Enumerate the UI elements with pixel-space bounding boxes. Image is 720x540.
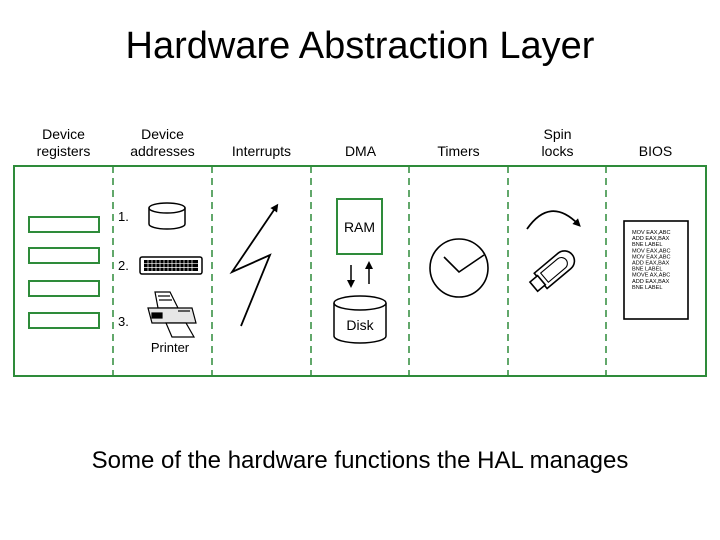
bios-code-line: MOV EAX,ABC xyxy=(632,254,671,260)
register-box xyxy=(28,280,100,297)
address-item-1-label: 1. xyxy=(118,209,129,224)
bios-document xyxy=(623,220,689,320)
column-header-interrupts: Interrupts xyxy=(231,143,292,159)
lock-icon xyxy=(528,250,576,293)
register-box xyxy=(28,312,100,329)
timers-group xyxy=(429,238,489,298)
disk-label: Disk xyxy=(346,317,374,333)
dma-group: RAM Disk xyxy=(333,198,387,344)
slide-title: Hardware Abstraction Layer xyxy=(125,25,595,67)
address-item-3-label: 3. xyxy=(118,314,129,329)
printer-label: Printer xyxy=(151,340,190,355)
bios-code-line: BNE LABEL xyxy=(632,242,662,248)
clock-hands xyxy=(443,254,485,274)
keyboard-icon xyxy=(139,256,203,275)
register-box xyxy=(28,247,100,264)
bios-code-line: MOV EAX,ABC xyxy=(632,248,671,254)
bios-code-line: BNE LABEL xyxy=(632,267,662,273)
diagram-frame xyxy=(13,165,707,377)
column-header-device-addresses: Device addresses xyxy=(130,126,195,159)
device-addresses-group: 1. 2. 3. xyxy=(118,202,203,355)
spin-locks-group xyxy=(526,210,581,293)
slide-caption: Some of the hardware functions the HAL m… xyxy=(91,447,629,474)
spin-arrow-icon xyxy=(526,210,581,230)
bios-code-line: ADD EAX,BAX xyxy=(632,279,670,285)
interrupt-lightning-icon xyxy=(229,203,279,327)
register-box xyxy=(28,216,100,233)
column-dividers xyxy=(112,166,607,376)
bios-code-line: ADD EAX,BAX xyxy=(632,261,670,267)
bios-code-line: MOVE AX,ABC xyxy=(632,273,670,279)
address-item-2-label: 2. xyxy=(118,258,129,273)
column-header-timers: Timers xyxy=(437,143,480,159)
column-header-spin-locks: Spin locks xyxy=(541,126,574,159)
column-header-bios: BIOS xyxy=(638,143,673,159)
device-registers-group xyxy=(28,216,100,329)
interrupts-group xyxy=(229,203,279,327)
ram-label: RAM xyxy=(344,219,375,235)
disk-drive-icon xyxy=(148,202,186,230)
column-header-device-registers: Device registers xyxy=(36,126,91,159)
bios-code-line: BNE LABEL xyxy=(632,285,662,291)
bios-code-line: MOV EAX,ABC xyxy=(632,230,671,236)
dma-disk-icon xyxy=(333,295,387,344)
clock-icon xyxy=(429,238,489,298)
column-header-dma: DMA xyxy=(344,143,377,159)
printer-icon xyxy=(147,291,197,338)
bios-code-line: ADD EAX,BAX xyxy=(632,236,670,242)
ram-box xyxy=(336,198,383,255)
